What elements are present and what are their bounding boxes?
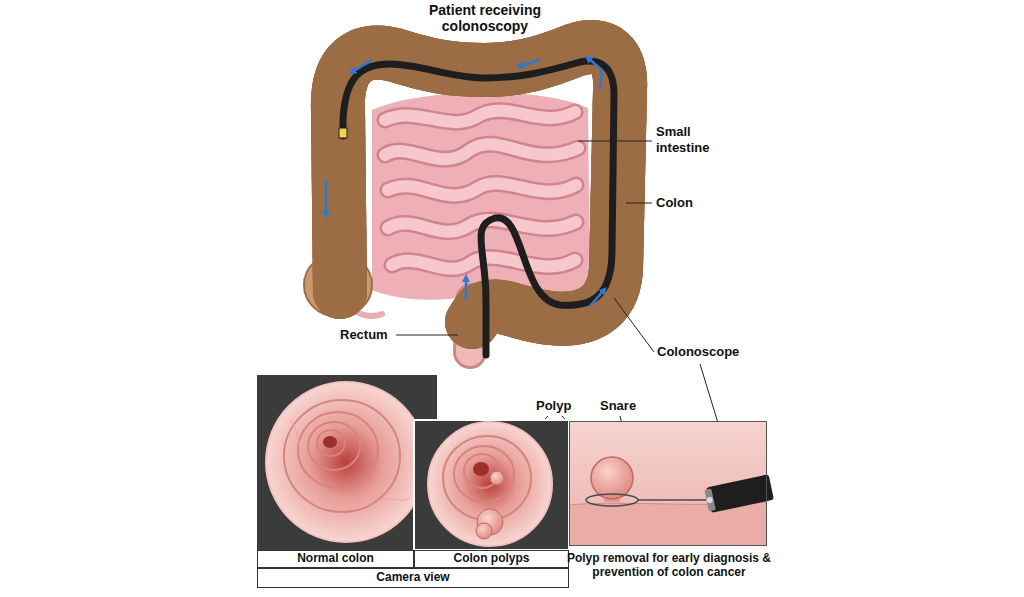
illustration-g xyxy=(428,422,552,546)
direction-arrows xyxy=(326,58,604,306)
illustration-path xyxy=(588,58,602,90)
illustration-ellipse xyxy=(586,494,638,506)
part-label: Snare xyxy=(600,398,636,414)
figure-heading: Patient receiving colonoscopy xyxy=(410,2,560,34)
illustration-path xyxy=(385,144,578,159)
illustration-rect xyxy=(706,474,774,513)
illustration-path xyxy=(343,61,614,355)
label-band: Camera view xyxy=(257,568,569,588)
illustration-circle xyxy=(476,523,492,539)
cell-label: Colon polyps xyxy=(454,552,530,565)
illustration-path xyxy=(578,141,652,142)
illustration-path xyxy=(614,298,654,352)
illustration-rect xyxy=(414,420,569,550)
illustration-use xyxy=(385,111,575,122)
illustration-rect xyxy=(257,375,437,550)
illustration-circle xyxy=(591,457,633,499)
part-label: Colonoscope xyxy=(657,344,739,360)
illustration-rect xyxy=(704,488,715,511)
illustration-path xyxy=(338,47,620,322)
label-cell: Colon polyps xyxy=(414,550,569,568)
illustration-path xyxy=(396,335,458,336)
illustration-path xyxy=(352,60,372,72)
illustration-path xyxy=(520,60,540,66)
illustration-ellipse xyxy=(308,422,360,470)
illustration-rect xyxy=(339,128,347,138)
illustration-path xyxy=(590,290,604,306)
label-cell: Normal colon xyxy=(257,550,414,568)
illustration-use xyxy=(388,183,576,195)
illustration-path xyxy=(388,183,576,195)
illustration-circle xyxy=(490,471,504,485)
illustration-path xyxy=(325,180,328,215)
illustration-ellipse xyxy=(473,462,489,476)
illustration-ellipse xyxy=(284,400,400,512)
panel-caption: Polyp removal for early diagnosis & prev… xyxy=(566,551,772,579)
illustration-ellipse xyxy=(317,430,345,456)
camera-views xyxy=(257,375,569,550)
illustration-ellipse xyxy=(298,412,378,488)
polyp-removal-illustration xyxy=(569,421,774,546)
part-label: Rectum xyxy=(340,327,388,343)
illustration-ellipse xyxy=(443,436,531,520)
illustration-use xyxy=(338,47,620,322)
part-label: Polyp xyxy=(536,398,571,414)
illustration-g xyxy=(704,474,774,513)
part-label: Colon xyxy=(656,195,693,211)
colonoscope-tube xyxy=(339,61,614,355)
illustration-circle xyxy=(428,422,552,546)
illustration-circle xyxy=(706,496,713,503)
cell-label: Camera view xyxy=(376,571,449,584)
illustration-path xyxy=(569,502,767,546)
cell-label: Normal colon xyxy=(297,552,374,565)
illustration-path xyxy=(385,111,575,122)
illustration-use xyxy=(338,47,620,322)
illustration-path xyxy=(465,278,468,300)
illustration-use xyxy=(385,144,578,159)
illustration-circle xyxy=(266,382,426,542)
illustration-g xyxy=(266,382,426,542)
illustration-path xyxy=(626,203,652,204)
illustration-ellipse xyxy=(323,436,337,448)
illustration-circle xyxy=(428,422,552,546)
illustration-path xyxy=(638,499,708,501)
illustration-path xyxy=(290,420,410,501)
illustration-circle xyxy=(266,382,426,542)
illustration-ellipse xyxy=(454,446,514,502)
illustration-panel: Polyp removal for early diagnosis & prev… xyxy=(569,421,767,546)
part-label: Small intestine xyxy=(656,124,728,156)
illustration-use xyxy=(338,47,620,322)
